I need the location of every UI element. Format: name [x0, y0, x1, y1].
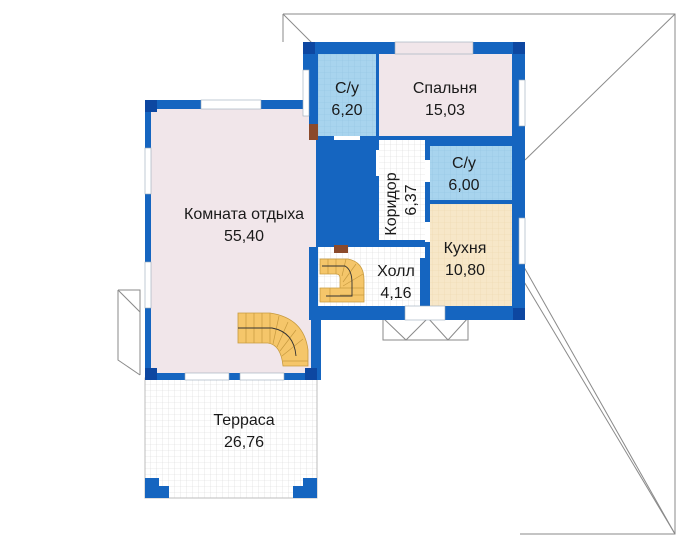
corridor-floor [379, 140, 425, 240]
terrace-name: Терраса [213, 412, 274, 429]
corridor-area: 6,37 [403, 184, 420, 215]
bath1-floor [318, 54, 376, 136]
terrace-posts [145, 478, 317, 498]
living-room-stairs [237, 312, 309, 367]
hall-stairs [319, 258, 365, 303]
hall-area: 4,16 [380, 285, 411, 302]
bath2-floor [430, 146, 512, 200]
roof-outline [117, 13, 676, 535]
bedroom-floor [379, 54, 512, 136]
terrace-floor [144, 377, 318, 499]
hall-name: Холл [377, 263, 415, 280]
floors [151, 54, 512, 373]
bath1-name: С/у [335, 80, 359, 97]
kitchen-area: 10,80 [445, 262, 485, 279]
corridor-name: Коридор [383, 172, 400, 235]
living-room-floor-extension [300, 109, 316, 259]
bedroom-name: Спальня [413, 80, 477, 97]
bath1-area: 6,20 [331, 102, 362, 119]
openings [144, 41, 526, 381]
vent-markers [309, 124, 348, 253]
kitchen-name: Кухня [444, 240, 487, 257]
living-room-area: 55,40 [224, 228, 264, 245]
bath2-area: 6,00 [448, 177, 479, 194]
bath2-name: С/у [452, 155, 476, 172]
bedroom-area: 15,03 [425, 102, 465, 119]
inner-doors [334, 136, 430, 242]
room-labels: С/у 6,20 Спальня 15,03 С/у 6,00 Коридор … [184, 80, 486, 451]
living-room-name: Комната отдыха [184, 206, 304, 223]
kitchen-floor [430, 204, 512, 306]
terrace-area: 26,76 [224, 434, 264, 451]
